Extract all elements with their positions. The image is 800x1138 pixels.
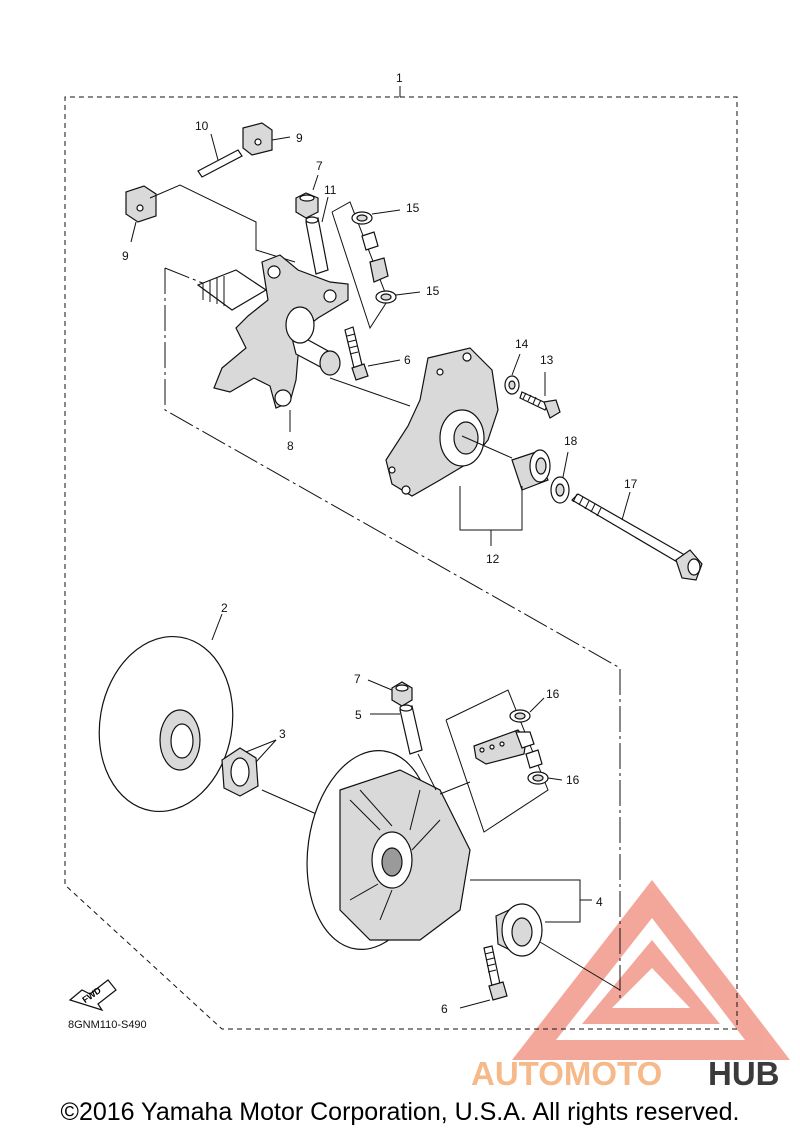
washer-15b (375, 290, 397, 304)
washer-16b (527, 771, 549, 785)
assembly-chain-line (164, 268, 621, 1000)
copyright-notice: ©2016 Yamaha Motor Corporation, U.S.A. A… (60, 1098, 740, 1126)
callout-number: 9 (122, 249, 129, 263)
watermark-logo (512, 880, 790, 1060)
callout-number: 3 (279, 727, 286, 741)
diagram-code: 8GNM110-S490 (68, 1019, 147, 1031)
washer-18 (550, 476, 570, 504)
callout-number: 16 (546, 687, 560, 701)
bolt-upper (344, 326, 369, 381)
watermark-text-1: AUTOMOTO (471, 1055, 662, 1092)
watermark-text-2: HUB (708, 1055, 780, 1092)
callout-number: 14 (515, 337, 529, 351)
callout-number: 13 (540, 353, 554, 367)
cap-top (242, 122, 273, 156)
callout-number: 10 (195, 119, 209, 133)
callout-number: 17 (624, 477, 638, 491)
callout-number: 6 (441, 1002, 448, 1016)
callout-1: 1 (396, 71, 403, 85)
kit-boundary (64, 96, 738, 1030)
fwd-arrow-icon: FWD (68, 979, 117, 1012)
callout-number: 11 (324, 183, 337, 197)
washer-16a (509, 709, 531, 723)
callout-number: 5 (355, 708, 362, 722)
callout-number: 16 (566, 773, 580, 787)
bushing-4 (495, 903, 543, 957)
weight-arm (473, 729, 535, 765)
cover-plate (385, 347, 499, 497)
roller-15 (361, 231, 389, 283)
washer-15a (351, 211, 373, 225)
bushing-12 (511, 449, 551, 491)
split-collar-3 (221, 747, 259, 797)
sheave-2 (98, 635, 234, 813)
callout-number: 15 (426, 284, 440, 298)
bolt-lower (483, 945, 508, 1001)
parts-diagram: 1 10 9 9 8 7 (64, 71, 790, 1092)
weight-pin (197, 133, 243, 178)
bolt-17 (571, 493, 703, 581)
callout-number: 4 (596, 895, 603, 909)
collar-5 (399, 704, 423, 755)
callout-number: 12 (486, 552, 500, 566)
movable-sheave (306, 749, 471, 951)
cap-left (125, 185, 157, 223)
callout-number: 9 (296, 131, 303, 145)
callout-number: 8 (287, 439, 294, 453)
bolt-13 (519, 391, 561, 419)
callout-number: 7 (354, 672, 361, 686)
callout-number: 7 (316, 159, 323, 173)
collar-11 (305, 216, 329, 275)
nut-lower (391, 681, 413, 707)
spider (196, 254, 349, 409)
callout-number: 2 (221, 601, 228, 615)
nut-upper (295, 192, 319, 219)
washer-14 (504, 375, 520, 395)
callout-number: 6 (404, 353, 411, 367)
callout-number: 15 (406, 201, 420, 215)
callout-number: 18 (564, 434, 578, 448)
